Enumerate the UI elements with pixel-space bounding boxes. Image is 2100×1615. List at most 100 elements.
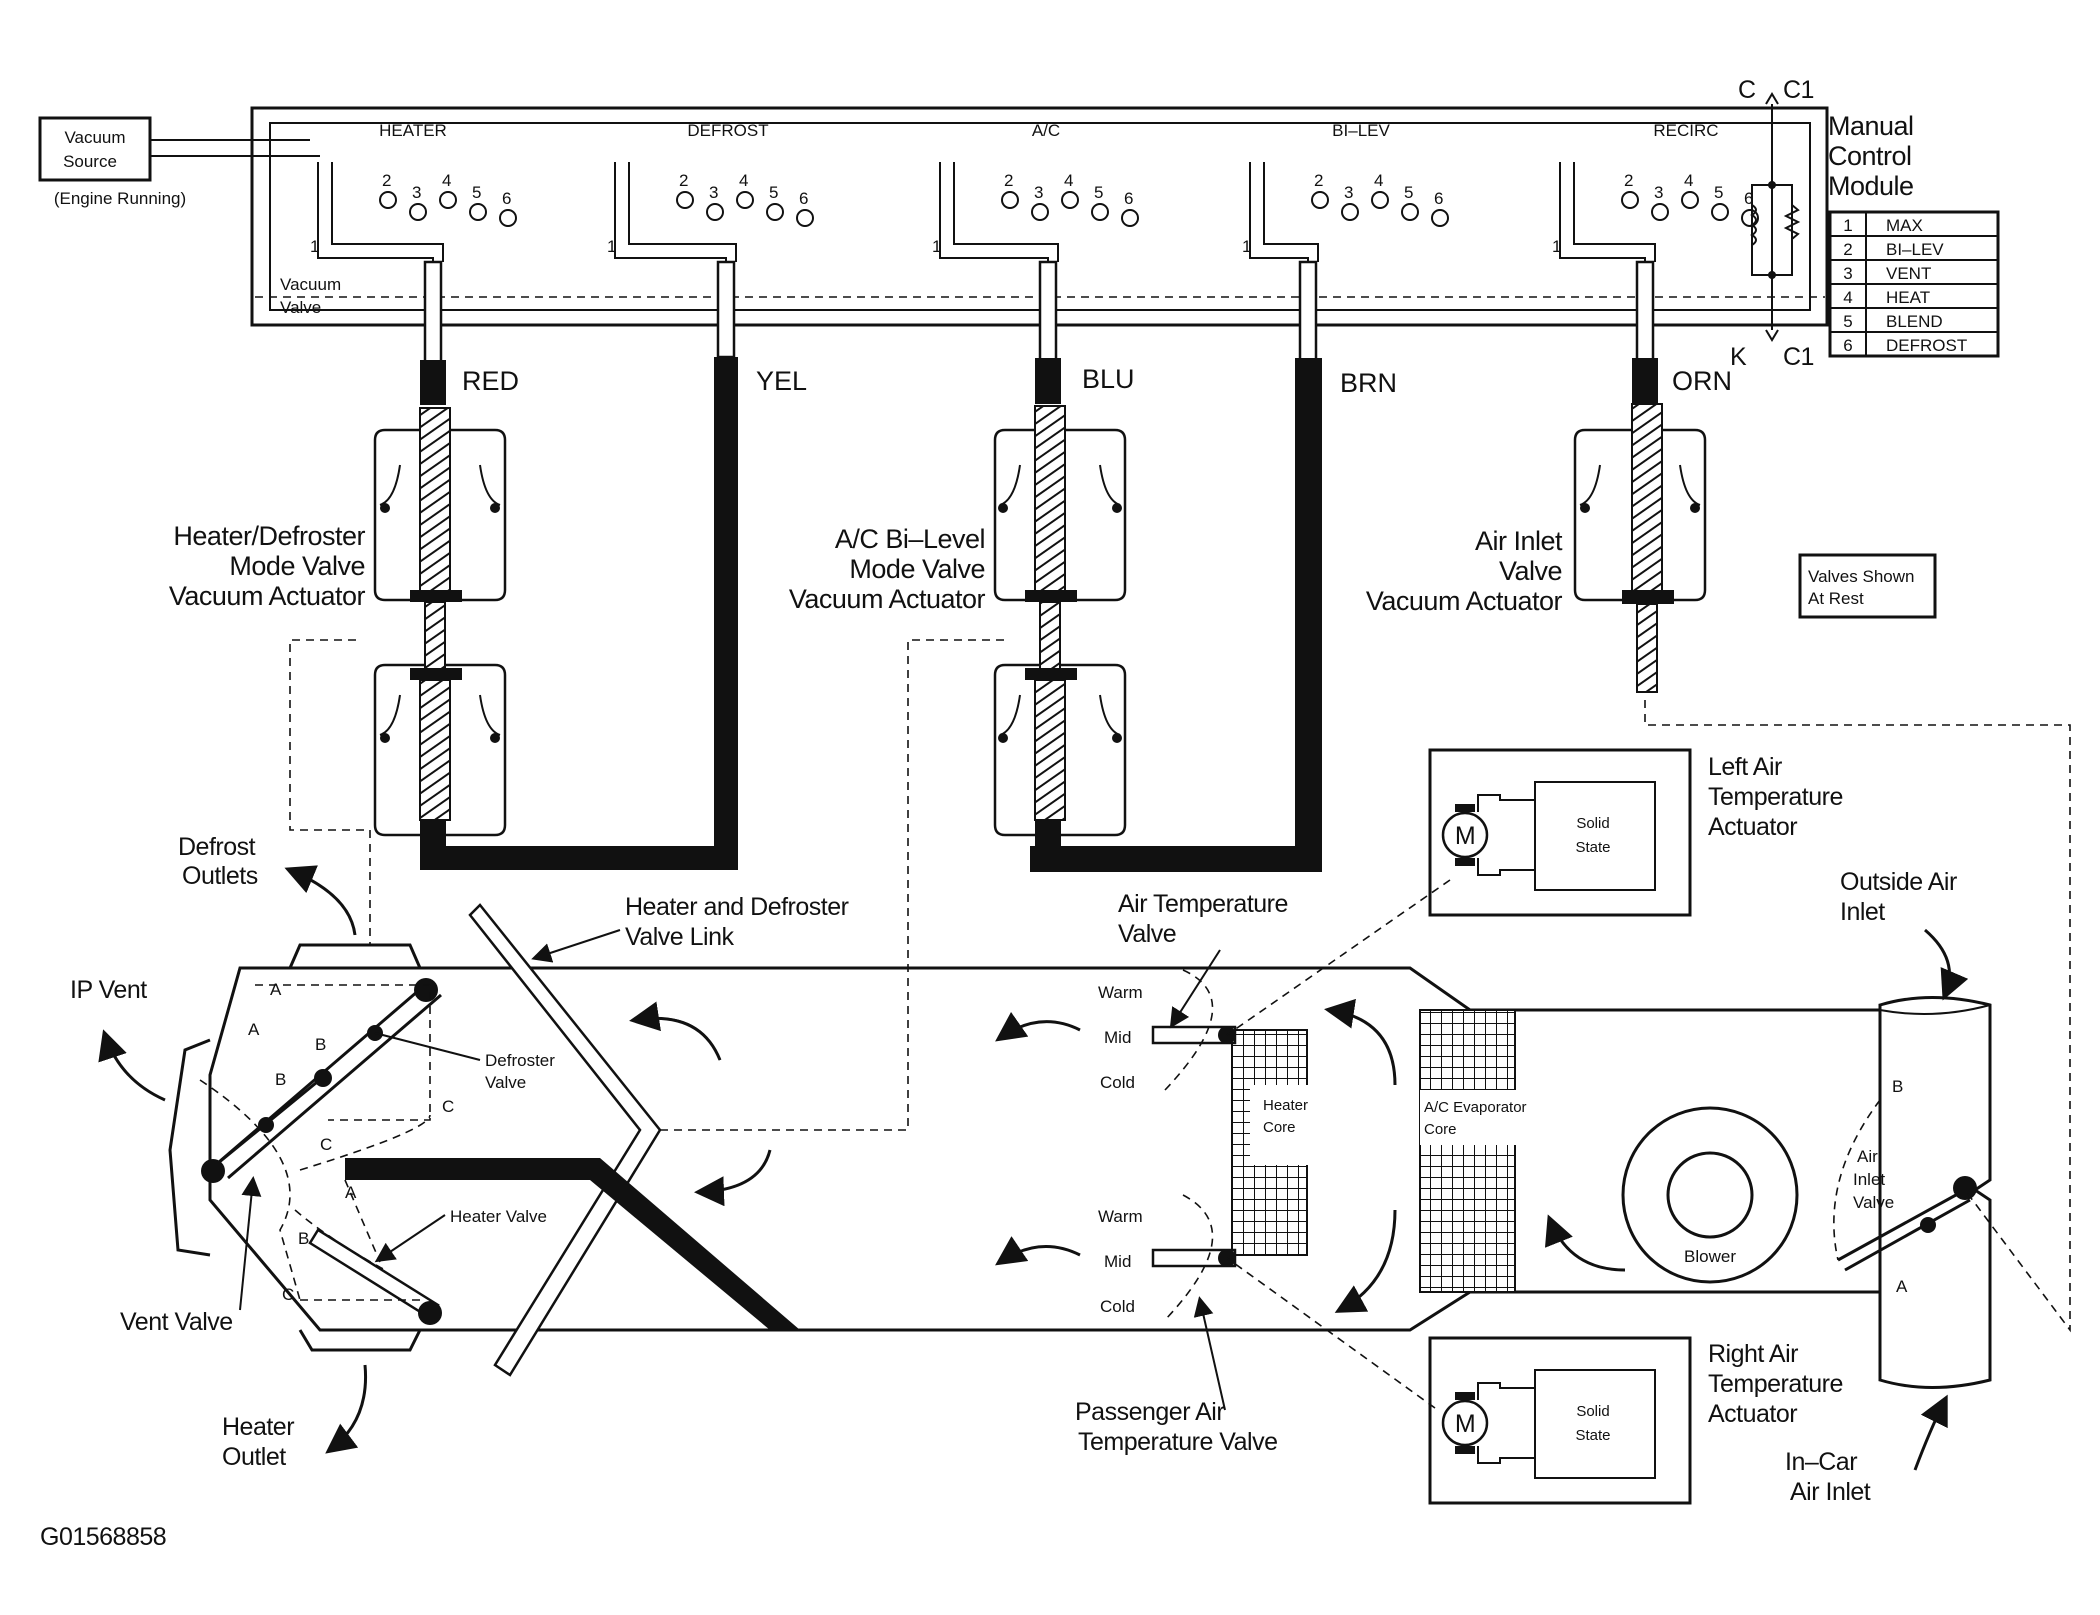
left-actuator-title-3: Actuator xyxy=(1708,813,1797,841)
passenger-air-temp-label-2: Temperature Valve xyxy=(1078,1428,1277,1456)
legend-number: 5 xyxy=(1843,312,1852,331)
pos-a-3: A xyxy=(345,1183,357,1202)
port-number: 2 xyxy=(679,171,688,190)
port-tube xyxy=(1559,162,1646,262)
left-air-temp-actuator: M Solid State Left Air Temperature Actua… xyxy=(1428,748,1843,917)
pos-a-2: A xyxy=(248,1020,260,1039)
evaporator-label-1: A/C Evaporator xyxy=(1424,1099,1527,1116)
air-inlet-valve-label-1: Air xyxy=(1857,1147,1878,1166)
hvac-case: A A B B C C A B C Heater Core A/C Evapor… xyxy=(98,865,1992,1471)
port-number: 1 xyxy=(310,237,319,256)
right-actuator-title-2: Temperature xyxy=(1708,1370,1843,1398)
air-inlet-valve-label-2: Inlet xyxy=(1853,1170,1885,1189)
section-recirc: RECIRC xyxy=(1653,121,1718,140)
legend-label: VENT xyxy=(1886,264,1931,283)
defroster-valve-label-1: Defroster xyxy=(485,1051,555,1070)
air-temp-valve-label-2: Valve xyxy=(1118,920,1176,948)
legend-label: HEAT xyxy=(1886,288,1930,307)
inlet-pos-b: B xyxy=(1892,1077,1903,1096)
passenger-air-temp-label-1: Passenger Air xyxy=(1075,1398,1224,1426)
hose-orn-label: ORN xyxy=(1672,366,1732,396)
pos-a-1: A xyxy=(270,980,282,999)
ac-bilevel-actuator: A/C Bi–Level Mode Valve Vacuum Actuator xyxy=(789,405,1127,870)
port-number: 6 xyxy=(1124,189,1133,208)
port-number: 1 xyxy=(932,237,941,256)
module-title-1: Manual xyxy=(1828,111,1914,141)
port-number: 1 xyxy=(1242,237,1251,256)
port-tube xyxy=(939,162,1049,262)
air-inlet-label-3: Vacuum Actuator xyxy=(1366,586,1563,616)
port-number: 6 xyxy=(1434,189,1443,208)
right-air-temp-actuator: M Solid State Right Air Temperature Actu… xyxy=(1428,1336,1843,1505)
port-tube xyxy=(953,162,1059,262)
in-car-inlet-label-1: In–Car xyxy=(1785,1448,1857,1476)
port-circle xyxy=(1311,191,1329,209)
link-label-1: Heater and Defroster xyxy=(625,893,849,921)
ac-bilevel-label-1: A/C Bi–Level xyxy=(835,524,985,554)
section-defrost: DEFROST xyxy=(687,121,768,140)
port-circle xyxy=(706,203,724,221)
port-circle xyxy=(1621,191,1639,209)
port-circle xyxy=(1401,203,1419,221)
defroster-valve-label-2: Valve xyxy=(485,1073,526,1092)
cold-label-1: Cold xyxy=(1100,1073,1135,1092)
heater-defroster-label-3: Vacuum Actuator xyxy=(169,581,366,611)
port-circle xyxy=(1091,203,1109,221)
port-circle xyxy=(379,191,397,209)
vacuum-valve-label-1: Vacuum xyxy=(280,275,341,294)
left-actuator-title-2: Temperature xyxy=(1708,783,1843,811)
heater-defroster-label-1: Heater/Defroster xyxy=(173,521,365,551)
left-motor-icon xyxy=(1441,811,1489,859)
port-tube xyxy=(331,162,444,262)
port-number: 4 xyxy=(1374,171,1383,190)
port-circle xyxy=(1371,191,1389,209)
port-number: 1 xyxy=(607,237,616,256)
warm-label-2: Warm xyxy=(1098,1207,1143,1226)
port-tube xyxy=(317,162,434,262)
port-tube xyxy=(614,162,727,262)
air-inlet-label-1: Air Inlet xyxy=(1475,526,1563,556)
defrost-outlets-label-1: Defrost xyxy=(178,833,256,861)
engine-running-note: (Engine Running) xyxy=(54,189,186,208)
port-number: 4 xyxy=(739,171,748,190)
module-title-3: Module xyxy=(1828,171,1914,201)
port-number: 4 xyxy=(442,171,451,190)
connector-c: C xyxy=(1738,76,1756,104)
callout-labels: Defrost Outlets IP Vent Heater and Defro… xyxy=(70,833,1957,1506)
link-label-2: Valve Link xyxy=(625,923,734,951)
port-number: 2 xyxy=(1004,171,1013,190)
port-number: 5 xyxy=(1094,183,1103,202)
legend-label: BLEND xyxy=(1886,312,1943,331)
port-circle xyxy=(469,203,487,221)
port-tube xyxy=(1249,162,1309,262)
port-circle xyxy=(1711,203,1729,221)
connector-c1-top: C1 xyxy=(1783,76,1814,104)
linkage-dashes xyxy=(289,639,2071,1409)
section-bilev: BI–LEV xyxy=(1332,121,1390,140)
section-heater: HEATER xyxy=(379,121,447,140)
in-car-inlet-label-2: Air Inlet xyxy=(1790,1478,1871,1506)
pos-c-2: C xyxy=(442,1097,454,1116)
port-circle xyxy=(1031,203,1049,221)
legend-label: BI–LEV xyxy=(1886,240,1944,259)
module-title-2: Control xyxy=(1828,141,1912,171)
port-circle xyxy=(796,209,814,227)
vacuum-source-label-2: Source xyxy=(63,152,117,171)
vacuum-source: Vacuum Source (Engine Running) xyxy=(38,116,320,208)
mid-label-2: Mid xyxy=(1104,1252,1131,1271)
legend-label: MAX xyxy=(1886,216,1923,235)
pos-b-2: B xyxy=(275,1070,286,1089)
heater-valve-label: Heater Valve xyxy=(450,1207,547,1226)
mid-label-1: Mid xyxy=(1104,1028,1131,1047)
heater-core-label-2: Core xyxy=(1263,1119,1296,1136)
airflow-arrow-icon xyxy=(995,1011,1081,1042)
valves-note-2: At Rest xyxy=(1808,589,1864,608)
port-number: 4 xyxy=(1684,171,1693,190)
airflow-arrow-icon xyxy=(629,1001,722,1061)
port-tube xyxy=(628,162,737,262)
figure-id: G01568858 xyxy=(40,1523,166,1551)
port-number: 5 xyxy=(1714,183,1723,202)
air-inlet-valve-label-3: Valve xyxy=(1853,1193,1894,1212)
